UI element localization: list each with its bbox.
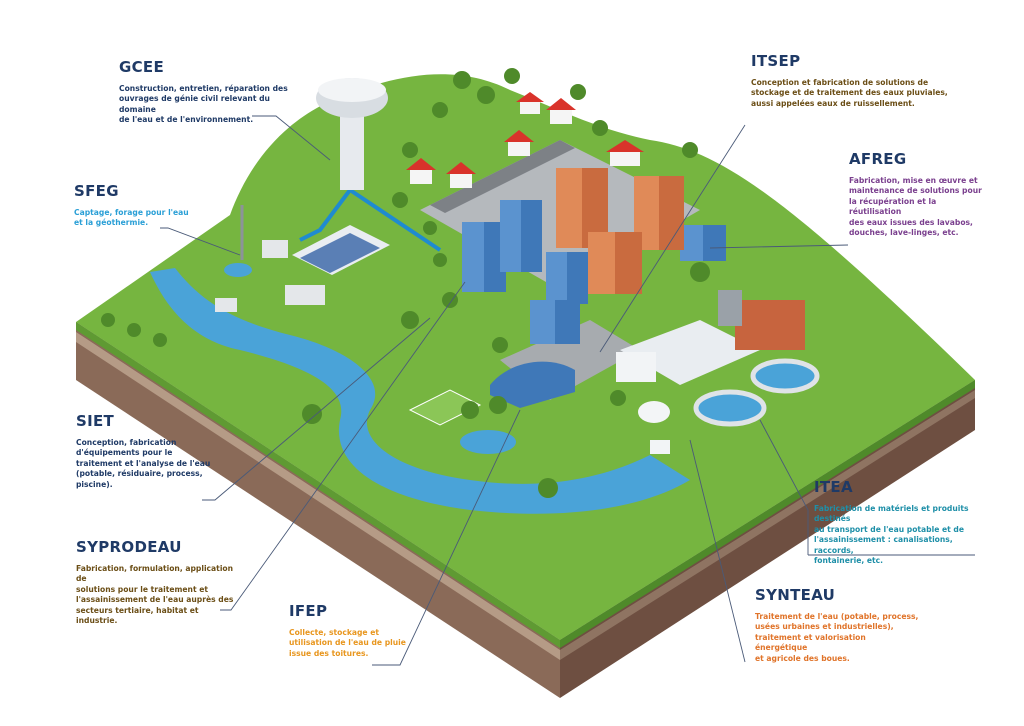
clarifier-2 xyxy=(750,358,820,394)
leader-gcee xyxy=(252,115,331,161)
leader-itsep xyxy=(599,124,746,353)
small-shed xyxy=(215,298,237,312)
water-tower-shaft xyxy=(340,110,364,190)
leader-afreg xyxy=(709,244,849,249)
callout-text: Captage, forage pour l'eau et la géother… xyxy=(74,208,189,228)
callout-text: Fabrication, mise en œuvre et maintenanc… xyxy=(849,176,982,238)
water-pipe xyxy=(299,188,352,242)
callout-sfeg: SFEG Captage, forage pour l'eau et la gé… xyxy=(74,182,194,229)
callout-gcee: GCEE Construction, entretien, réparation… xyxy=(119,58,299,126)
silo xyxy=(718,290,742,326)
callout-text: Construction, entretien, réparation des … xyxy=(119,84,288,125)
well-pond xyxy=(224,263,252,277)
callout-title: ITSEP xyxy=(751,52,801,70)
plant-warehouse xyxy=(735,300,805,350)
callout-title: AFREG xyxy=(849,150,907,168)
callout-ifep: IFEP Collecte, stockage et utilisation d… xyxy=(289,602,419,659)
callout-lines xyxy=(160,115,975,666)
callout-text: Fabrication de matériels et produits des… xyxy=(814,504,969,566)
outfall-building xyxy=(650,440,670,454)
brick-apartments xyxy=(556,168,684,294)
leader-ifep xyxy=(372,409,521,666)
river xyxy=(150,268,690,514)
callout-text: Traitement de l'eau (potable, process, u… xyxy=(755,612,919,663)
greenhouse-solar xyxy=(300,233,380,273)
callout-synteau: SYNTEAU Traitement de l'eau (potable, pr… xyxy=(755,586,920,664)
callout-title: SFEG xyxy=(74,182,119,200)
road xyxy=(430,140,575,213)
callout-afreg: AFREG Fabrication, mise en œuvre et main… xyxy=(849,150,984,238)
water-tower-top xyxy=(318,78,386,102)
pond xyxy=(460,430,516,454)
callout-text: Fabrication, formulation, application de… xyxy=(76,564,234,626)
callout-itsep: ITSEP Conception et fabrication de solut… xyxy=(751,52,951,109)
callout-text: Conception, fabrication d'équipements po… xyxy=(76,438,211,489)
callout-title: SYNTEAU xyxy=(755,586,836,604)
callout-text: Collecte, stockage et utilisation de l'e… xyxy=(289,628,406,658)
office-towers xyxy=(462,200,726,344)
houses xyxy=(406,92,644,188)
leader-sfeg xyxy=(160,227,241,256)
leader-itea-2 xyxy=(759,419,809,555)
sports-hall xyxy=(490,361,575,408)
callout-itea: ITEA Fabrication de matériels et produit… xyxy=(814,478,994,566)
clarifier-1 xyxy=(693,389,767,427)
water-pipe-2 xyxy=(348,188,442,252)
digester-dome xyxy=(638,401,670,423)
callout-title: SYPRODEAU xyxy=(76,538,182,556)
callout-title: IFEP xyxy=(289,602,328,620)
trees xyxy=(101,68,710,498)
small-building-2 xyxy=(285,285,325,305)
callout-syprodeau: SYPRODEAU Fabrication, formulation, appl… xyxy=(76,538,241,626)
soil-right-stripe xyxy=(560,390,975,660)
callout-text: Conception et fabrication de solutions d… xyxy=(751,78,948,108)
leader-syprodeau xyxy=(220,281,466,611)
football-field xyxy=(408,389,482,426)
plant-office xyxy=(616,352,656,382)
small-building xyxy=(262,240,288,258)
soil-left-stripe xyxy=(76,332,560,660)
callout-title: GCEE xyxy=(119,58,165,76)
callout-title: ITEA xyxy=(814,478,853,496)
grass-edge-left xyxy=(76,322,560,648)
leader-synteau xyxy=(689,439,746,663)
callout-title: SIET xyxy=(76,412,115,430)
callout-siet: SIET Conception, fabrication d'équipemen… xyxy=(76,412,211,490)
grass-edge-right xyxy=(560,380,975,648)
leader-siet xyxy=(202,317,431,501)
